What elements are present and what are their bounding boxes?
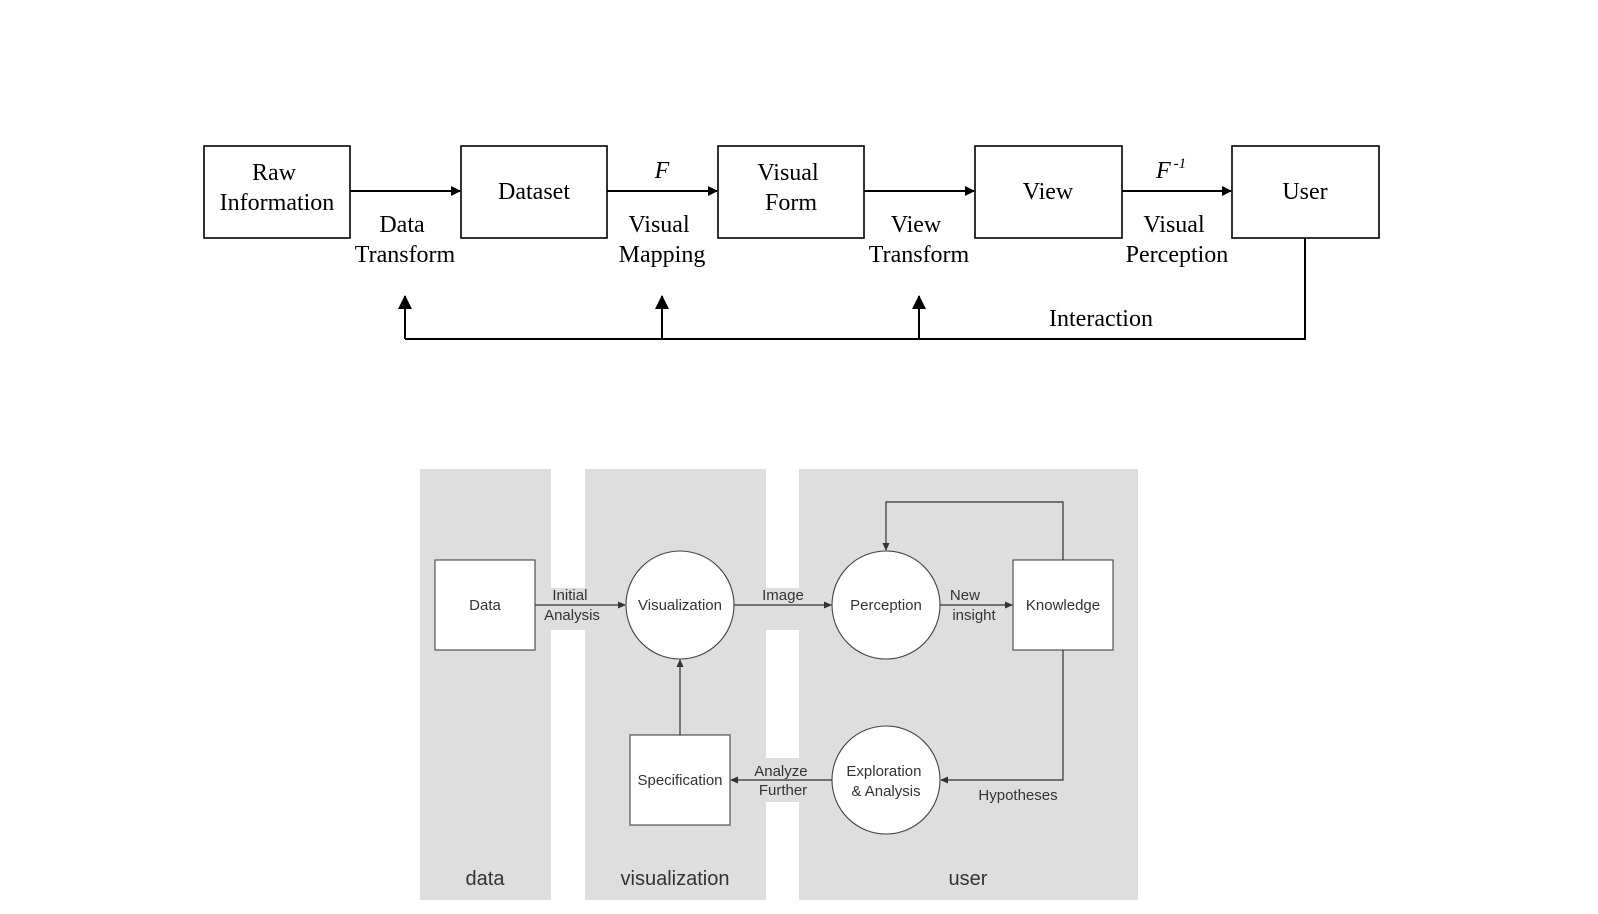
edge-label-hypotheses: Hypotheses [978, 787, 1057, 804]
visual-form-label: Visual Form [757, 160, 824, 216]
band-visualization-user-top [766, 588, 799, 630]
user-label: User [1282, 179, 1327, 205]
data-transform-label: Data Transform [355, 212, 456, 268]
node-perception-label: Perception [850, 597, 922, 614]
view-box [974, 145, 1123, 239]
f-label: F [654, 158, 670, 184]
panel-label-visualization: visualization [621, 868, 730, 890]
node-knowledge [1012, 559, 1114, 651]
interaction-feedback-line [405, 238, 1306, 340]
panel-visualization [585, 469, 766, 900]
panel-user [799, 469, 1138, 900]
edge-label-analyze-further: Analyze Further [754, 763, 812, 799]
f-inverse-label: F-1 [1155, 156, 1186, 184]
node-specification-label: Specification [637, 772, 722, 789]
raw-information-box [203, 145, 351, 239]
panel-data [420, 469, 551, 900]
node-visualization-label: Visualization [638, 597, 722, 614]
pipeline-diagram: Raw Information Dataset Visual Form View… [203, 145, 1380, 340]
node-knowledge-label: Knowledge [1026, 597, 1100, 614]
visualization-model-diagram: data visualization user Data Visualizati… [420, 469, 1138, 900]
node-data [434, 559, 536, 651]
node-exploration-analysis-label: Exploration & Analysis [846, 763, 925, 800]
edge-label-image: Image [762, 587, 804, 604]
edge-label-initial-analysis: Initial Analysis [544, 587, 600, 624]
band-data-visualization [551, 588, 585, 630]
visual-perception-label: Visual Perception [1126, 212, 1229, 268]
dataset-label: Dataset [498, 179, 570, 205]
visual-mapping-label: Visual Mapping [619, 212, 706, 268]
node-exploration-analysis [831, 725, 941, 835]
edge-knowledge-to-perception [882, 501, 1064, 560]
panel-label-data: data [466, 868, 506, 890]
interaction-label: Interaction [1049, 306, 1153, 332]
edge-label-new-insight: New insight [950, 587, 997, 624]
edge-knowledge-to-exploration [940, 650, 1064, 784]
view-transform-label: View Transform [869, 212, 970, 268]
raw-information-label: Raw Information [220, 160, 335, 216]
view-label: View [1023, 179, 1074, 205]
panel-label-user: user [949, 868, 988, 890]
node-data-label: Data [469, 597, 501, 614]
node-specification [629, 734, 731, 826]
